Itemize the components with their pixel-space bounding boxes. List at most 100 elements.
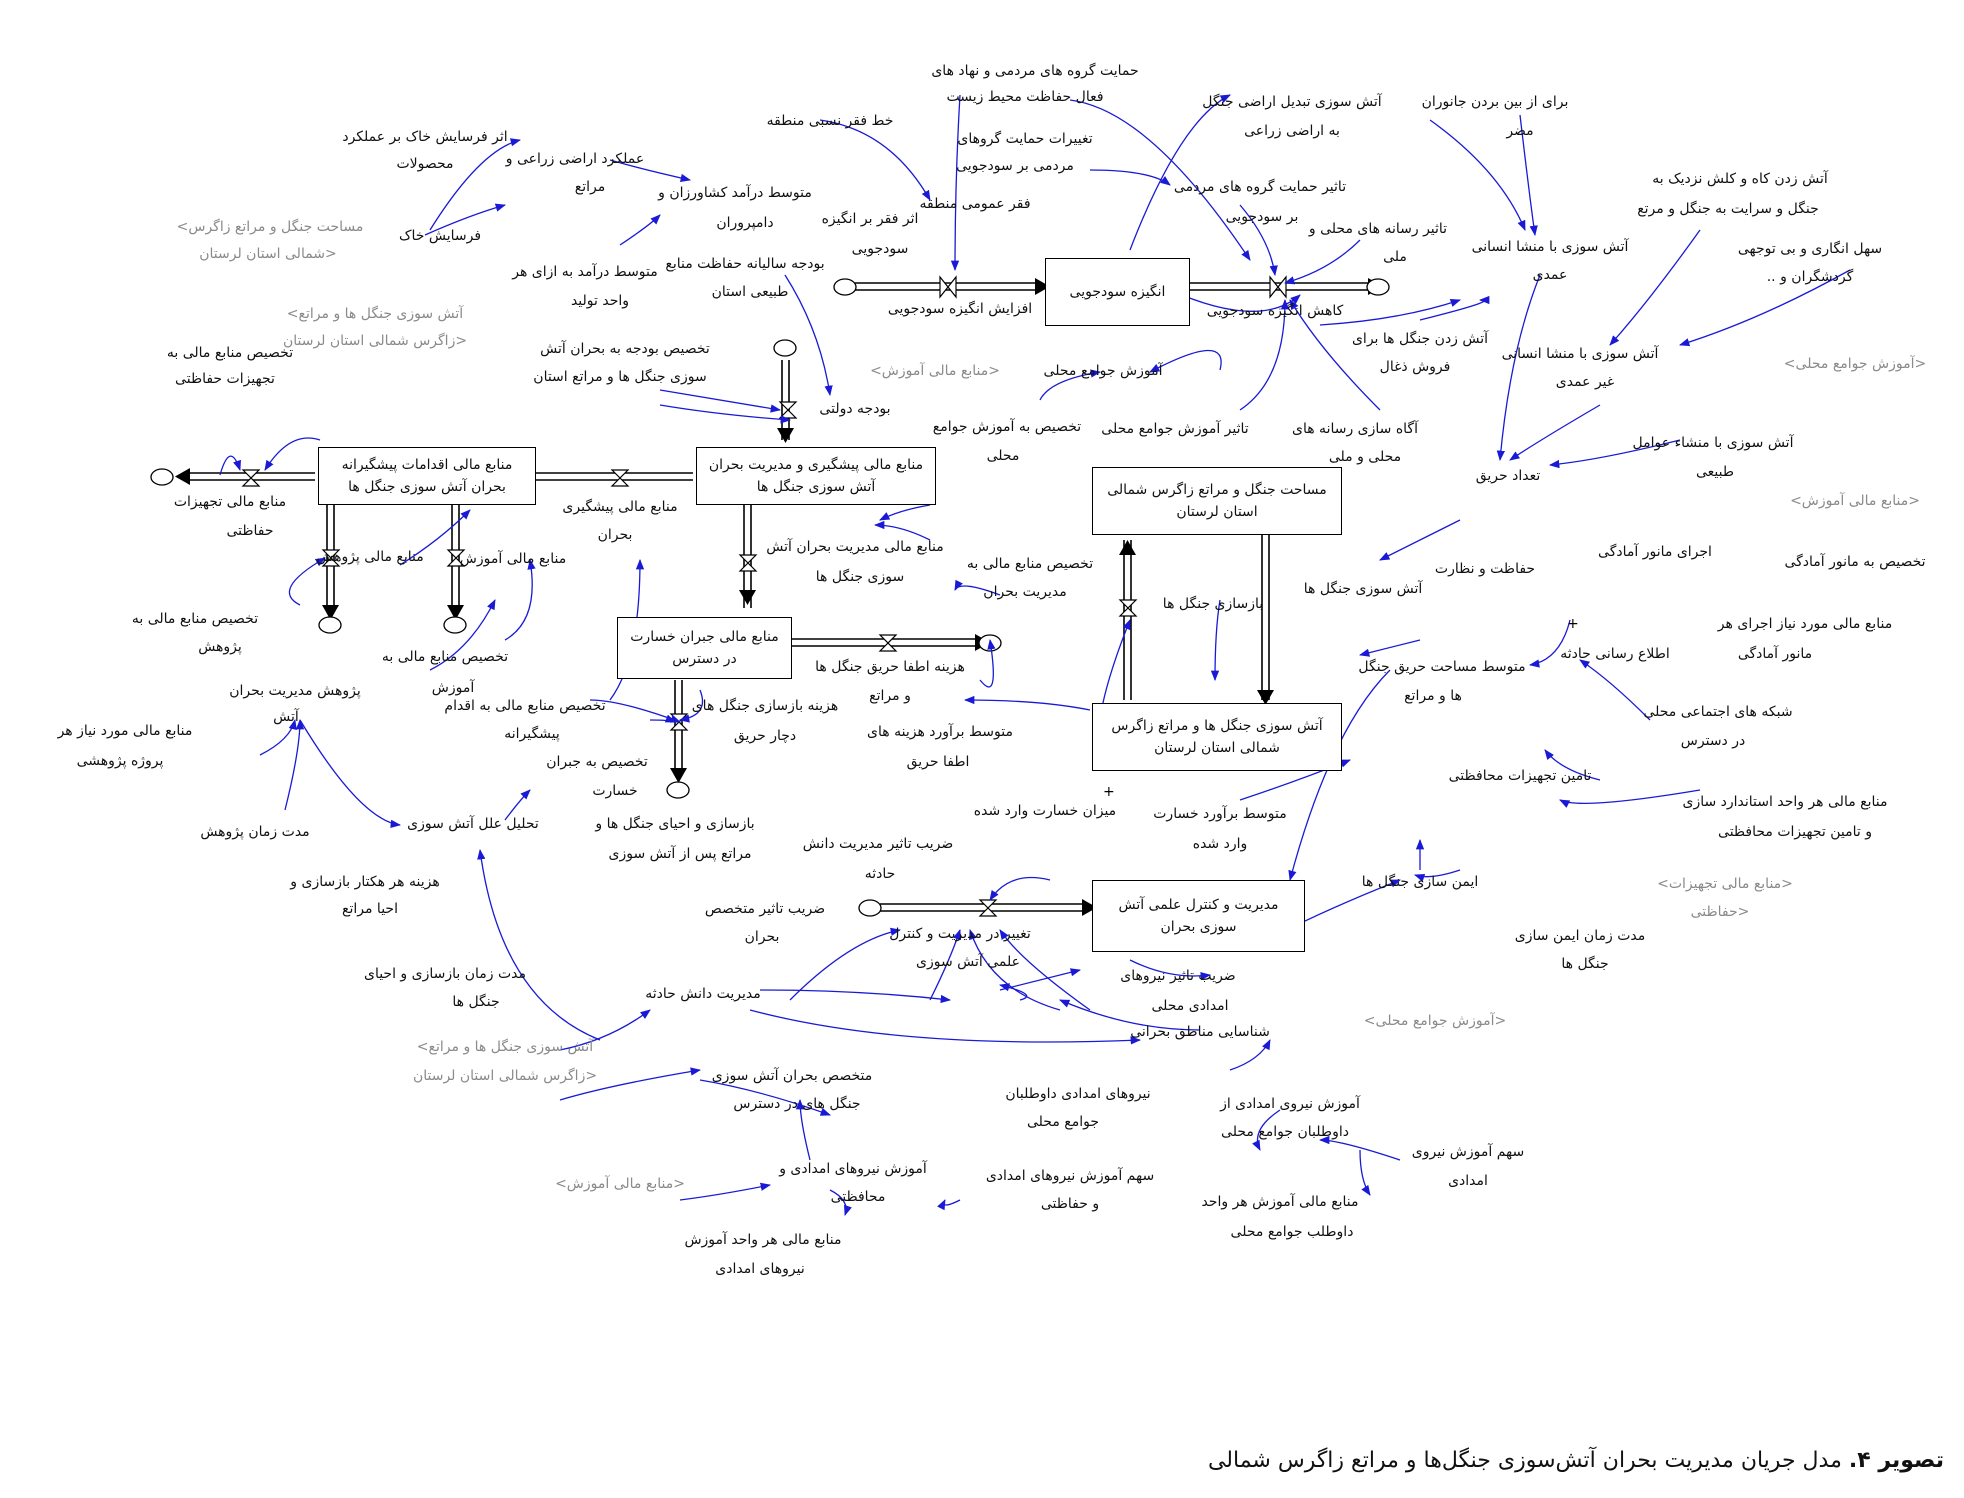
variable-label: تعداد حریق <box>1475 468 1541 485</box>
variable-label: افزایش انگیزه سودجویی <box>887 301 1033 318</box>
stock-forest-area: مساحت جنگل و مراتع زاگرس شمالی استان لرس… <box>1092 467 1342 535</box>
variable-label: حمایت گروه های مردمی و نهاد های <box>931 63 1139 80</box>
variable-label: واحد تولید <box>570 293 630 310</box>
variable-label: بحران <box>597 527 633 544</box>
variable-label: گردشگران و .. <box>1766 269 1854 286</box>
variable-label: مدت زمان پژوهش <box>200 824 310 841</box>
variable-label: مساحت جنگل و مراتع زاگرس> <box>176 219 364 236</box>
variable-label: <منابع مالی آموزش> <box>1790 493 1920 510</box>
variable-label: متوسط برآورد خسارت <box>1153 806 1287 823</box>
variable-label: سوزی جنگل ها <box>815 569 905 586</box>
variable-label: منابع مالی تجهیزات <box>173 494 287 511</box>
cloud-icons <box>150 278 1390 917</box>
variable-label: فرسایش خاک <box>398 228 482 245</box>
variable-label: تخصیص به آموزش جوامع <box>932 419 1082 436</box>
variable-label: عمدی <box>1532 267 1568 284</box>
variable-label: تامین تجهیزات محافظتی <box>1448 768 1592 785</box>
caption-text: مدل جریان مدیریت بحران آتش‌سوزی جنگل‌ها … <box>1207 1448 1842 1473</box>
variable-label: بودجه سالیانه حفاظت منابع <box>665 256 825 273</box>
variable-label: آتش سوزی با منشاء عوامل <box>1632 435 1794 452</box>
variable-label: متوسط برآورد هزینه های <box>867 724 1013 741</box>
variable-label: سوزی جنگل ها و مراتع استان <box>533 369 707 386</box>
stock-compensation-funds: منابع مالی جبران خسارت در دسترس <box>617 617 792 679</box>
variable-label: سهم آموزش نیروی <box>1411 1144 1525 1161</box>
variable-label: متوسط مساحت حریق جنگل <box>1358 659 1526 676</box>
variable-label: وارد شده <box>1192 836 1248 853</box>
variable-label: منابع مالی آموزش <box>459 551 567 568</box>
variable-label: <آموزش جوامع محلی> <box>1783 356 1927 373</box>
stock-label: مساحت جنگل و مراتع زاگرس شمالی استان لرس… <box>1107 481 1327 520</box>
variable-label: مدیریت بحران <box>983 584 1067 601</box>
variable-label: <شمالی استان لرستان <box>199 246 337 263</box>
variable-label: بر سودجویی <box>1225 209 1299 226</box>
variable-label: حفاظتی <box>226 523 274 540</box>
variable-label: غیر عمدی <box>1555 374 1615 391</box>
variable-label: آموزش نیروی امدادی از <box>1220 1096 1360 1113</box>
variable-label: <منابع مالی آموزش> <box>555 1176 685 1193</box>
variable-label: تخصیص منابع مالی به <box>131 611 259 628</box>
variable-label: تخصیص به مانور آمادگی <box>1784 554 1926 571</box>
variable-label: پژوهش مدیریت بحران <box>229 683 361 700</box>
variable-label: خط فقر نسبی منطقه <box>766 113 894 130</box>
variable-label: برای از بین بردن جانوران <box>1421 94 1569 111</box>
variable-label: آتش سوزی با منشا انسانی <box>1501 346 1659 363</box>
variable-label: علمی آتش سوزی <box>916 954 1020 971</box>
variable-label: مانور آمادگی <box>1737 646 1813 663</box>
variable-label: آتش زدن جنگل ها برای <box>1351 331 1489 348</box>
variable-label: محصولات <box>396 156 454 173</box>
variable-label: جنگل های در دسترس <box>733 1096 861 1113</box>
variable-label: سودجویی <box>851 241 909 258</box>
variable-label: شناسایی مناطق بحرانی <box>1130 1024 1270 1041</box>
variable-label: تخصیص منابع مالی به <box>966 556 1094 573</box>
variable-label: پژوهش <box>198 639 242 656</box>
stock-label: انگیزه سودجویی <box>1069 283 1166 300</box>
variable-label: دچار حریق <box>733 728 797 745</box>
stock-scientific-management: مدیریت و کنترل علمی آتش سوزی بحران <box>1092 880 1305 952</box>
variable-label: نیروهای امدادی داوطلبان <box>1005 1086 1151 1103</box>
variable-label: آموزش جوامع محلی <box>1043 363 1163 380</box>
variable-label: <زاگرس شمالی استان لرستان <box>282 333 468 350</box>
stock-label: آتش سوزی جنگل ها و مراتع زاگرس شمالی است… <box>1111 717 1323 756</box>
variable-label: آموزش نیروهای امدادی و <box>779 1161 927 1178</box>
variable-label: تخصیص منابع مالی به <box>166 345 294 362</box>
variable-label: تخصیص منابع مالی به <box>381 649 509 666</box>
variable-label: هزینه هر هکتار بازسازی و <box>290 874 440 891</box>
variable-label: محلی و ملی <box>1328 449 1402 466</box>
variable-label: ضریب تاثیر مدیریت دانش <box>802 836 954 853</box>
variable-label: جوامع محلی <box>1026 1114 1100 1131</box>
variable-label: آتش سوزی تبدیل اراضی جنگل <box>1202 94 1382 111</box>
figure-caption: تصویر ۴. مدل جریان مدیریت بحران آتش‌سوزی… <box>1208 1448 1944 1473</box>
variable-label: پیشگیرانه <box>504 726 560 743</box>
stock-forest-fires: آتش سوزی جنگل ها و مراتع زاگرس شمالی است… <box>1092 703 1342 771</box>
variable-label: ضریب تاثیر نیروهای <box>1120 968 1236 985</box>
variable-label: آموزش <box>431 680 475 697</box>
variable-label: تحلیل علل آتش سوزی <box>407 816 539 833</box>
variable-label: آتش سوزی جنگل ها و مراتع> <box>416 1039 594 1056</box>
variable-label: تغییر در مدیریت و کنترل <box>889 926 1031 943</box>
variable-label: ایمن سازی جنگل ها <box>1361 874 1479 891</box>
variable-label: <زاگرس شمالی استان لرستان <box>412 1068 598 1085</box>
variable-label: مراتع <box>574 179 606 196</box>
variable-label: آتش زدن کاه و کلش نزدیک به <box>1652 171 1828 188</box>
variable-label: <منابع مالی تجهیزات> <box>1657 876 1793 893</box>
stock-profit-motive: انگیزه سودجویی <box>1045 258 1190 326</box>
polarity-mark: + <box>1103 784 1115 800</box>
variable-label: محافظتی <box>830 1189 886 1206</box>
variable-label: تاثیر رسانه های محلی و <box>1308 221 1448 238</box>
variable-label: مضر <box>1506 123 1534 140</box>
variable-label: محلی <box>986 448 1020 465</box>
variable-label: در دسترس <box>1680 733 1746 750</box>
variable-label: میزان خسارت وارد شده <box>973 803 1117 820</box>
variable-label: متخصص بحران آتش سوزی <box>711 1068 873 1085</box>
variable-label: فروش ذغال <box>1379 359 1451 376</box>
variable-label: خسارت <box>592 783 638 800</box>
variable-label: نیروهای امدادی <box>715 1261 805 1278</box>
stock-label: منابع مالی اقدامات پیشگیرانه بحران آتش س… <box>341 456 513 495</box>
causal-links <box>219 94 1851 1216</box>
variable-label: دامپروران <box>716 215 774 232</box>
variable-label: تخصیص منابع مالی به اقدام <box>444 698 606 715</box>
variable-label: منابع مالی مدیریت بحران آتش <box>766 539 944 556</box>
variable-label: بحران <box>744 929 780 946</box>
variable-label: <منابع مالی آموزش> <box>870 363 1000 380</box>
